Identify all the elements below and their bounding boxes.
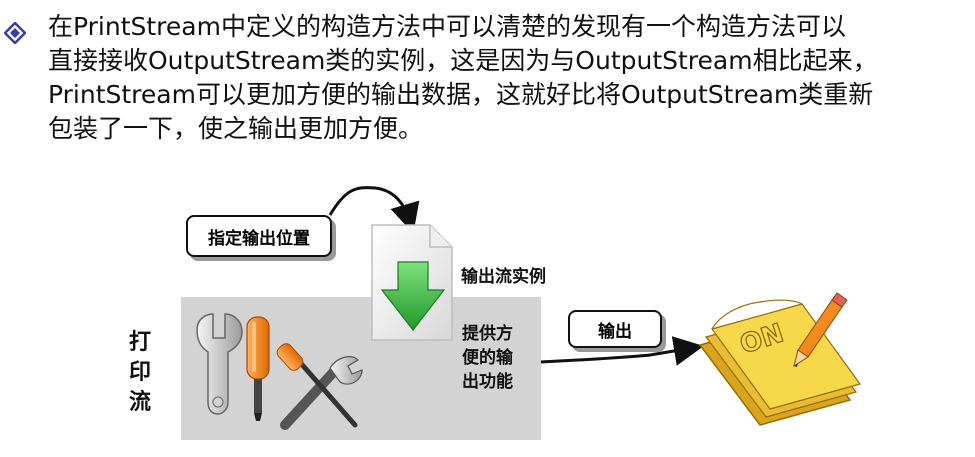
- output-stream-document-icon: [371, 224, 453, 341]
- arrow-to-document: [328, 186, 420, 234]
- crossed-tools-icon: [276, 343, 363, 430]
- output-callout: 输出: [568, 310, 662, 348]
- specify-output-location-callout: 指定输出位置: [186, 215, 332, 257]
- convenient-output-label: 提供方 便的输 出功能: [462, 322, 513, 394]
- convenient-output-line: 出功能: [462, 372, 513, 392]
- callout-label: 指定输出位置: [208, 228, 310, 249]
- convenient-output-line: 便的输: [462, 348, 513, 368]
- paragraph-line: 直接接收OutputStream类的实例，这是因为与OutputStream相比…: [48, 46, 878, 75]
- print-stream-box: [181, 297, 541, 440]
- diamond-bullet-icon: [4, 22, 26, 44]
- paragraph-line: 包装了一下，使之输出更加方便。: [48, 114, 424, 143]
- arrow-to-output: [540, 336, 704, 366]
- wrench-icon: [196, 313, 243, 415]
- description-paragraph: 在PrintStream中定义的构造方法中可以清楚的发现有一个构造方法可以 直接…: [48, 10, 958, 146]
- print-stream-label: 打 印 流: [129, 328, 151, 418]
- screwdriver-icon: [246, 316, 270, 421]
- paragraph-line: 在PrintStream中定义的构造方法中可以清楚的发现有一个构造方法可以: [48, 12, 846, 41]
- print-stream-char: 印: [129, 360, 152, 385]
- print-stream-char: 流: [129, 390, 152, 415]
- pencil-icon: [793, 292, 848, 368]
- paragraph-line: PrintStream可以更加方便的输出数据，这就好比将OutputStream…: [48, 80, 874, 109]
- notepad-pencil-icon: ON: [698, 292, 861, 426]
- green-down-arrow-icon: [380, 261, 446, 331]
- convenient-output-line: 提供方: [462, 324, 513, 344]
- output-callout-label: 输出: [598, 321, 632, 342]
- print-stream-char: 打: [129, 330, 152, 355]
- output-stream-instance-label: 输出流实例: [461, 267, 546, 287]
